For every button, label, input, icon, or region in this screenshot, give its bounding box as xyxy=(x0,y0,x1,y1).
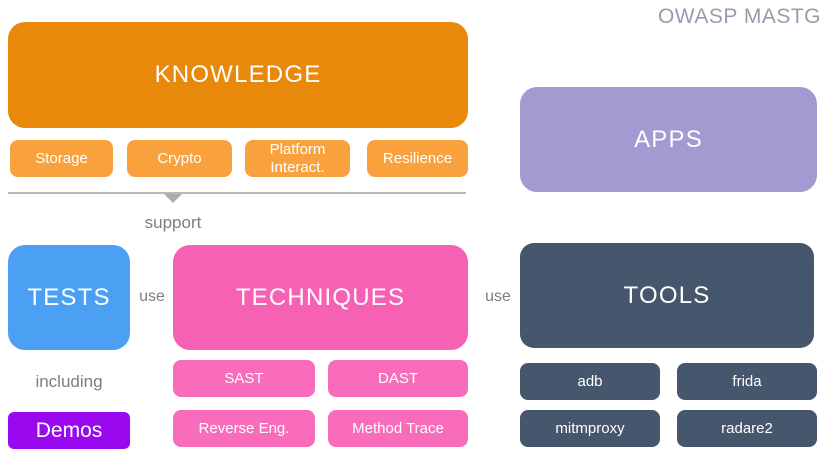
technique-chip-dast: DAST xyxy=(328,360,468,397)
technique-chip-reverse-eng: Reverse Eng. xyxy=(173,410,315,447)
tests-box: TESTS xyxy=(8,245,130,350)
tool-chip-radare2: radare2 xyxy=(677,410,817,447)
page-title: OWASP MASTG xyxy=(657,5,821,28)
apps-box: APPS xyxy=(520,87,817,192)
technique-chip-sast: SAST xyxy=(173,360,315,397)
support-divider-line xyxy=(8,192,466,194)
techniques-box: TECHNIQUES xyxy=(173,245,468,350)
tool-chip-mitmproxy: mitmproxy xyxy=(520,410,660,447)
including-label: including xyxy=(35,372,103,391)
use-label-techniques-tools: use xyxy=(485,288,511,305)
arrow-down-icon xyxy=(164,194,182,203)
knowledge-chip-crypto: Crypto xyxy=(127,140,232,177)
tool-chip-adb: adb xyxy=(520,363,660,400)
use-label-tests-techniques: use xyxy=(139,288,165,305)
support-label: support xyxy=(144,213,202,232)
knowledge-chip-storage: Storage xyxy=(10,140,113,177)
knowledge-chip-resilience: Resilience xyxy=(367,140,468,177)
demos-box: Demos xyxy=(8,412,130,449)
tool-chip-frida: frida xyxy=(677,363,817,400)
tools-box: TOOLS xyxy=(520,243,814,348)
technique-chip-method-trace: Method Trace xyxy=(328,410,468,447)
knowledge-chip-platform-interact: Platform Interact. xyxy=(245,140,350,177)
knowledge-box: KNOWLEDGE xyxy=(8,22,468,128)
